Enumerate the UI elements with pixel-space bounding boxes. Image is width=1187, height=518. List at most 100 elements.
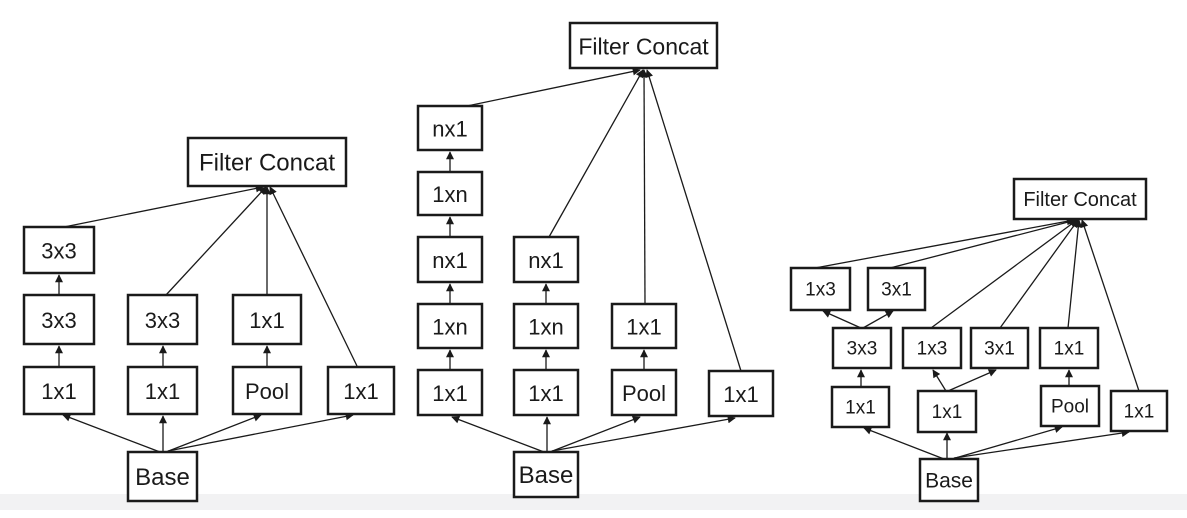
node-m1-nx1-bot-box bbox=[416, 235, 484, 284]
node-r-pool-label: Pool bbox=[1051, 397, 1089, 418]
module-middle-arrow bbox=[466, 67, 641, 107]
node-base-right-label: Base bbox=[925, 470, 973, 493]
node-m1-1xn-top: 1xn bbox=[416, 170, 484, 217]
node-m2-1x1-box bbox=[512, 368, 580, 417]
node-r-1x1-right-label: 1x1 bbox=[1124, 402, 1155, 423]
node-fc-left-label: Filter Concat bbox=[199, 150, 335, 177]
node-base-left-box bbox=[126, 450, 199, 503]
node-a4-1x1: 1x1 bbox=[326, 365, 396, 416]
node-a1-3x3-mid-box bbox=[22, 293, 96, 346]
node-a3-1x1: 1x1 bbox=[231, 293, 303, 346]
module-left-arrow bbox=[269, 186, 358, 367]
node-r-3x3-label: 3x3 bbox=[847, 339, 878, 360]
node-r-1x1-center: 1x1 bbox=[916, 389, 978, 434]
node-a1-3x3-mid: 3x3 bbox=[22, 293, 96, 346]
node-m1-nx1-bot: nx1 bbox=[416, 235, 484, 284]
footer-strip bbox=[0, 494, 1187, 510]
node-fc-left: Filter Concat bbox=[186, 136, 348, 188]
module-middle-arrow bbox=[551, 415, 736, 452]
node-r-1x3-top: 1x3 bbox=[789, 266, 852, 312]
module-left-arrow bbox=[63, 184, 264, 228]
module-middle-arrow bbox=[451, 415, 545, 453]
module-middle-arrow bbox=[645, 69, 742, 372]
node-r-1x3-mid-box bbox=[901, 326, 963, 370]
node-m1-1xn-bot-box bbox=[416, 302, 484, 350]
node-m2-1xn-label: 1xn bbox=[528, 315, 563, 340]
node-a2-3x3-box bbox=[126, 293, 199, 346]
node-r-pool: Pool bbox=[1039, 384, 1101, 428]
node-a2-1x1-box bbox=[126, 365, 199, 416]
module-middle-arrow bbox=[640, 69, 649, 305]
node-m2-1x1: 1x1 bbox=[512, 368, 580, 417]
module-right-arrow bbox=[999, 219, 1079, 329]
node-base-right: Base bbox=[918, 457, 980, 503]
node-a2-1x1: 1x1 bbox=[126, 365, 199, 416]
node-a3-pool-label: Pool bbox=[245, 379, 289, 404]
node-base-middle: Base bbox=[512, 450, 580, 499]
node-fc-right: Filter Concat bbox=[1012, 177, 1148, 221]
node-a1-3x3-top-label: 3x3 bbox=[41, 239, 76, 264]
node-m3-pool-box bbox=[610, 368, 678, 417]
node-r-1x1-mid: 1x1 bbox=[1038, 326, 1100, 370]
node-m1-nx1-top-box bbox=[416, 104, 484, 152]
node-m4-1x1-label: 1x1 bbox=[723, 382, 758, 407]
node-r-1x1-left-box bbox=[830, 385, 891, 429]
node-m1-1x1-box bbox=[416, 368, 484, 417]
node-a2-3x3: 3x3 bbox=[126, 293, 199, 346]
node-m3-1x1-box bbox=[610, 302, 678, 350]
node-base-left: Base bbox=[126, 450, 199, 503]
node-base-middle-box bbox=[512, 450, 580, 499]
module-right-arrow bbox=[862, 310, 894, 329]
module-left-arrow bbox=[165, 413, 262, 453]
node-r-1x3-mid: 1x3 bbox=[901, 326, 963, 370]
module-right-arrow bbox=[1067, 219, 1083, 329]
module-right-arrow bbox=[953, 429, 1130, 459]
node-base-right-box bbox=[918, 457, 980, 503]
node-r-1x1-right-box bbox=[1109, 389, 1169, 433]
module-middle-arrow bbox=[549, 415, 641, 453]
node-r-1x1-center-box bbox=[916, 389, 978, 434]
node-m2-nx1: nx1 bbox=[512, 235, 580, 284]
node-m1-1xn-bot: 1xn bbox=[416, 302, 484, 350]
node-m2-nx1-label: nx1 bbox=[528, 248, 563, 273]
node-a3-1x1-label: 1x1 bbox=[249, 308, 284, 333]
node-r-1x1-right: 1x1 bbox=[1109, 389, 1169, 433]
node-r-1x3-top-label: 1x3 bbox=[805, 280, 836, 301]
node-fc-middle: Filter Concat bbox=[568, 21, 719, 70]
node-m1-1xn-top-box bbox=[416, 170, 484, 217]
node-r-3x1-mid-box bbox=[969, 326, 1030, 370]
node-fc-middle-box bbox=[568, 21, 719, 70]
node-fc-right-box bbox=[1012, 177, 1148, 221]
node-m1-nx1-top: nx1 bbox=[416, 104, 484, 152]
module-left-arrow bbox=[165, 186, 267, 296]
node-m3-1x1: 1x1 bbox=[610, 302, 678, 350]
node-fc-right-label: Filter Concat bbox=[1023, 189, 1137, 211]
node-r-1x1-center-label: 1x1 bbox=[932, 402, 963, 423]
node-r-1x1-mid-box bbox=[1038, 326, 1100, 370]
node-a1-1x1-label: 1x1 bbox=[41, 379, 76, 404]
module-right-arrow bbox=[814, 217, 1075, 269]
node-r-3x3-box bbox=[831, 326, 893, 370]
node-a1-3x3-mid-label: 3x3 bbox=[41, 308, 76, 333]
node-m2-1xn-box bbox=[512, 302, 580, 350]
node-a2-1x1-label: 1x1 bbox=[145, 379, 180, 404]
module-right-arrow bbox=[932, 369, 947, 392]
node-m1-1xn-top-label: 1xn bbox=[432, 182, 467, 207]
module-right-arrow bbox=[951, 425, 1063, 460]
node-r-1x3-top-box bbox=[789, 266, 852, 312]
node-r-1x1-left-label: 1x1 bbox=[845, 398, 876, 419]
node-fc-left-box bbox=[186, 136, 348, 188]
node-m1-nx1-top-label: nx1 bbox=[432, 117, 467, 142]
module-middle-arrow bbox=[548, 69, 644, 238]
node-r-3x3: 3x3 bbox=[831, 326, 893, 370]
node-r-pool-box bbox=[1039, 384, 1101, 428]
module-right-arrow bbox=[1080, 219, 1140, 392]
node-a4-1x1-box bbox=[326, 365, 396, 416]
module-right-arrow bbox=[822, 310, 862, 329]
node-r-3x1-mid-label: 3x1 bbox=[984, 339, 1015, 360]
node-a4-1x1-label: 1x1 bbox=[343, 379, 378, 404]
node-a3-1x1-box bbox=[231, 293, 303, 346]
